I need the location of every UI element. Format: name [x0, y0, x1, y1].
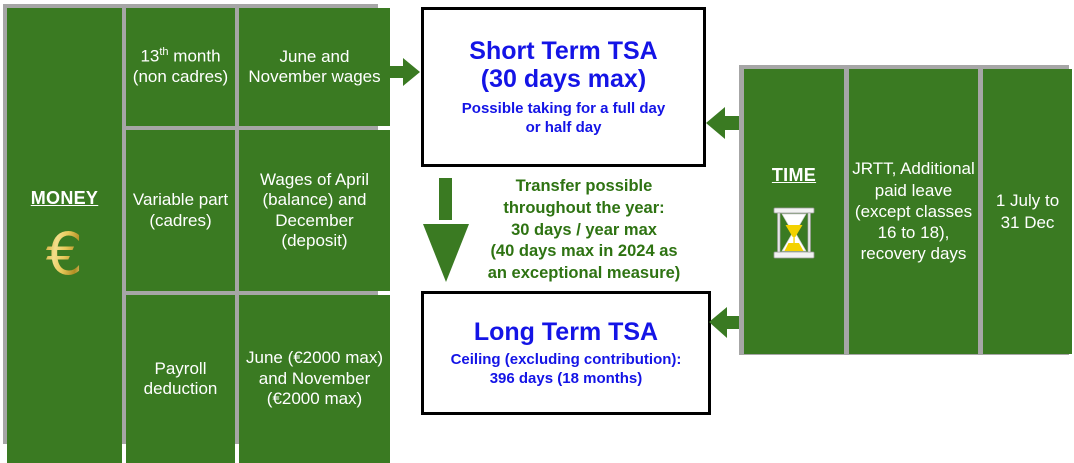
short-term-tsa-subtitle-line2: or half day [525, 118, 602, 136]
time-table-grid: TIME [739, 65, 1072, 358]
money-row-3-timing: June (€2000 max) and November (€2000 max… [239, 295, 390, 463]
money-label: MONEY [30, 187, 99, 208]
long-term-tsa-box: Long Term TSA Ceiling (excluding contrib… [421, 291, 711, 415]
transfer-note-line-4: (40 days max in 2024 as [490, 242, 678, 261]
money-row-2-timing: Wages of April (balance) and December (d… [239, 130, 390, 291]
transfer-note-line-3: 30 days / year max [511, 220, 657, 239]
arrow-down-icon [423, 178, 469, 282]
short-term-tsa-subtitle: Possible taking for a full day or half d… [462, 100, 665, 138]
arrow-left-icon [705, 106, 747, 140]
long-term-tsa-title: Long Term TSA [473, 317, 659, 346]
short-term-tsa-title-line2: (30 days max) [480, 64, 647, 93]
transfer-note-line-2: throughout the year: [503, 198, 665, 217]
transfer-note-line-1: Transfer possible [515, 177, 653, 195]
money-row-1-timing: June and November wages [239, 8, 390, 126]
time-source-cell: JRTT, Additional paid leave (except clas… [849, 69, 978, 354]
arrow-right-icon [381, 57, 421, 87]
time-period-cell: 1 July to 31 Dec [983, 69, 1072, 354]
long-term-tsa-subtitle-line1: Ceiling (excluding contribution): [450, 350, 682, 368]
short-term-tsa-box: Short Term TSA (30 days max) Possible ta… [421, 7, 706, 167]
transfer-note: Transfer possible throughout the year: 3… [462, 176, 706, 285]
long-term-tsa-subtitle: Ceiling (excluding contribution): 396 da… [451, 351, 682, 389]
euro-sign-icon: € [46, 220, 83, 289]
money-row-1-item: 13th month (non cadres) [126, 8, 235, 126]
short-term-tsa-title-line1: Short Term TSA [469, 36, 658, 65]
ordinal-superscript: th [159, 46, 169, 59]
money-table-grid: MONEY € 13th month (non cadres) June and… [3, 4, 390, 463]
time-label: TIME [771, 165, 817, 186]
time-table: TIME [739, 65, 1072, 358]
short-term-tsa-title: Short Term TSA (30 days max) [469, 37, 657, 93]
short-term-tsa-subtitle-line1: Possible taking for a full day [461, 99, 666, 117]
money-table: MONEY € 13th month (non cadres) June and… [3, 4, 390, 463]
money-label-cell: MONEY € [7, 8, 122, 463]
money-row-3-item: Payroll deduction [126, 295, 235, 463]
transfer-note-line-5: an exceptional measure) [487, 264, 681, 283]
money-row-2-item: Variable part (cadres) [126, 130, 235, 291]
arrow-left-icon [708, 306, 748, 339]
long-term-tsa-subtitle-line2: 396 days (18 months) [489, 369, 643, 387]
hourglass-icon [773, 207, 815, 259]
money-row-1-item-text: 13th month (non cadres) [132, 46, 229, 87]
time-label-cell: TIME [744, 69, 844, 354]
